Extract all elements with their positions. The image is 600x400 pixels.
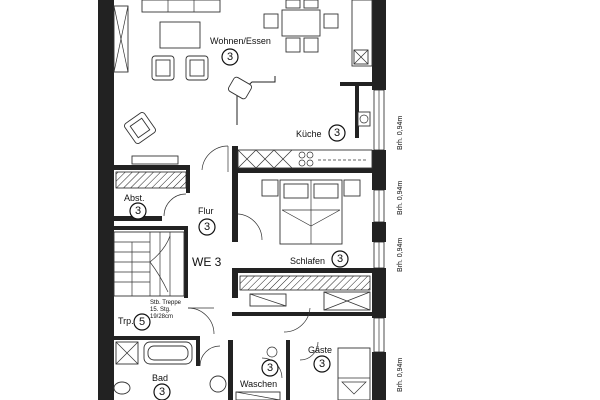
room-number-kueche: 3 xyxy=(334,127,340,139)
window-note-4: Brh. 0,94m xyxy=(397,358,404,392)
staircase xyxy=(113,231,185,297)
apartment-label: WE 3 xyxy=(192,255,222,269)
room-number-bad: 3 xyxy=(159,386,165,398)
room-number-trp: 5 xyxy=(139,316,145,328)
window-note-2: Brh. 0,94m xyxy=(397,181,404,215)
guest-furniture xyxy=(337,347,371,400)
room-labels: Wohnen/Essen 3 Küche 3 Abst. 3 Flur 3 WE… xyxy=(118,36,349,400)
stair-note-line3: 19/28cm xyxy=(150,314,173,320)
window-note-3: Brh. 0,94m xyxy=(397,238,404,272)
room-number-flur: 3 xyxy=(204,221,210,233)
windows-right xyxy=(373,89,385,353)
room-label-schlafen: Schlafen xyxy=(290,256,325,266)
kitchen-counter xyxy=(237,111,373,169)
room-label-bad: Bad xyxy=(152,373,168,383)
outer-walls xyxy=(98,0,386,400)
room-label-flur: Flur xyxy=(198,206,214,216)
room-number-abst: 3 xyxy=(135,205,141,217)
bedroom-furniture xyxy=(239,179,371,311)
room-number-wohnen: 3 xyxy=(227,51,233,63)
room-label-wohnen: Wohnen/Essen xyxy=(210,36,271,46)
window-notes: Brh. 0,94m Brh. 0,94m Brh. 0,94m Brh. 0,… xyxy=(397,116,404,392)
room-label-trp: Trp. xyxy=(118,316,134,326)
room-label-kueche: Küche xyxy=(296,129,322,139)
stair-note-line2: 15. Stg. xyxy=(150,307,171,313)
door-swings xyxy=(163,145,319,379)
room-label-waschen: Waschen xyxy=(240,379,277,389)
window-note-1: Brh. 0,94m xyxy=(397,116,404,150)
living-furniture xyxy=(124,0,373,144)
room-number-waschen: 3 xyxy=(267,362,273,374)
room-number-schlafen: 3 xyxy=(337,253,343,265)
stair-note-line1: Stb. Treppe xyxy=(150,300,182,306)
room-number-gaeste: 3 xyxy=(319,358,325,370)
room-label-abst: Abst. xyxy=(124,193,145,203)
room-label-gaeste: Gäste xyxy=(308,345,332,355)
bath-fixtures xyxy=(113,341,227,395)
